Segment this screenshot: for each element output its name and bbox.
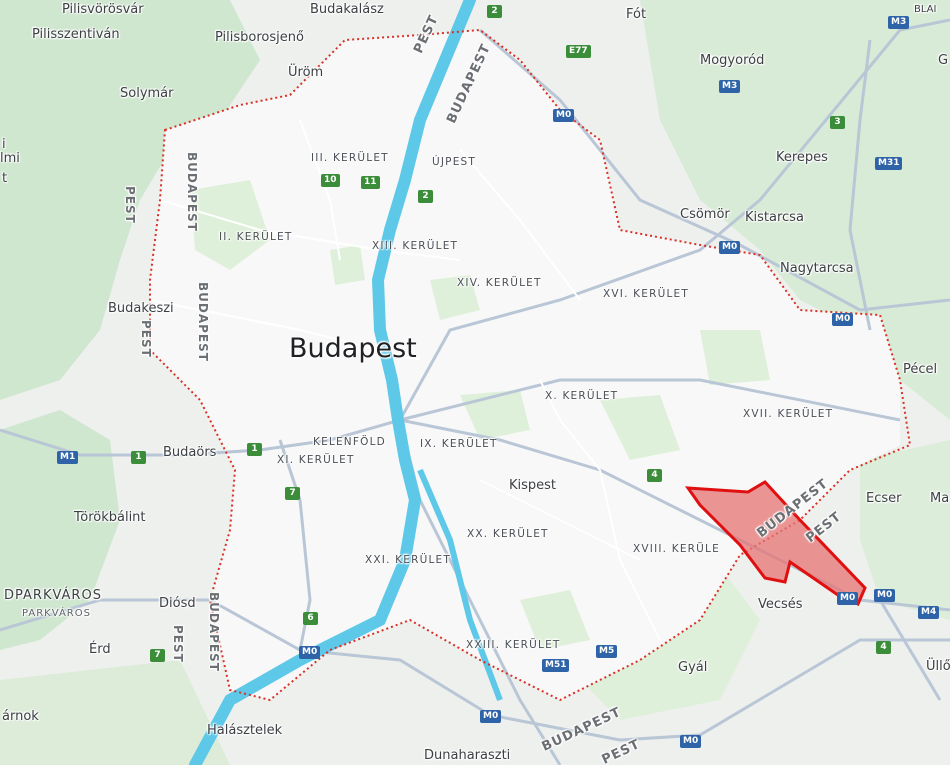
- city-boundary: [149, 28, 912, 702]
- route-shield-7: 7: [285, 487, 300, 500]
- motorway-shield-m1: M1: [57, 451, 79, 464]
- route-shield-2-mid: 2: [418, 190, 433, 203]
- motorway-shield-m0-csomor: M0: [719, 241, 741, 254]
- route-shield-3: 3: [830, 116, 845, 129]
- route-shield-2-top: 2: [487, 5, 502, 18]
- route-shield-4: 4: [647, 469, 662, 482]
- motorway-shield-m0-ne: M0: [553, 109, 575, 122]
- motorway-shield-m51: M51: [542, 659, 570, 672]
- motorway-shield-m0-vecses-a: M0: [837, 592, 859, 605]
- motorway-shield-m31: M31: [875, 157, 903, 170]
- motorway-shield-m0-nagytarcsa: M0: [832, 313, 854, 326]
- route-shield-6: 6: [303, 612, 318, 625]
- park-areas: [190, 180, 770, 650]
- motorway-shield-m0-vecses-b: M0: [874, 589, 896, 602]
- route-shield-1b: 1: [247, 443, 262, 456]
- route-shield-11: 11: [361, 176, 380, 189]
- motorway-shield-m0-se: M0: [680, 735, 702, 748]
- urban-area: [150, 30, 900, 700]
- route-shield-4b: 4: [876, 641, 891, 654]
- route-shield-1: 1: [131, 451, 146, 464]
- route-shield-e77: E77: [566, 45, 591, 58]
- danube-side-channel: [417, 468, 503, 702]
- route-shield-7b: 7: [150, 649, 165, 662]
- motorway-shield-m3-top: M3: [888, 16, 910, 29]
- motorway-shield-m3-mogyorod: M3: [719, 80, 741, 93]
- route-shield-10: 10: [321, 174, 340, 187]
- danube-river: [189, 0, 476, 765]
- motorway-shield-m4: M4: [918, 606, 940, 619]
- motorway-shield-m0-south: M0: [480, 710, 502, 723]
- motorway-shield-m0-sw: M0: [299, 646, 321, 659]
- motorway-shield-m5: M5: [596, 645, 618, 658]
